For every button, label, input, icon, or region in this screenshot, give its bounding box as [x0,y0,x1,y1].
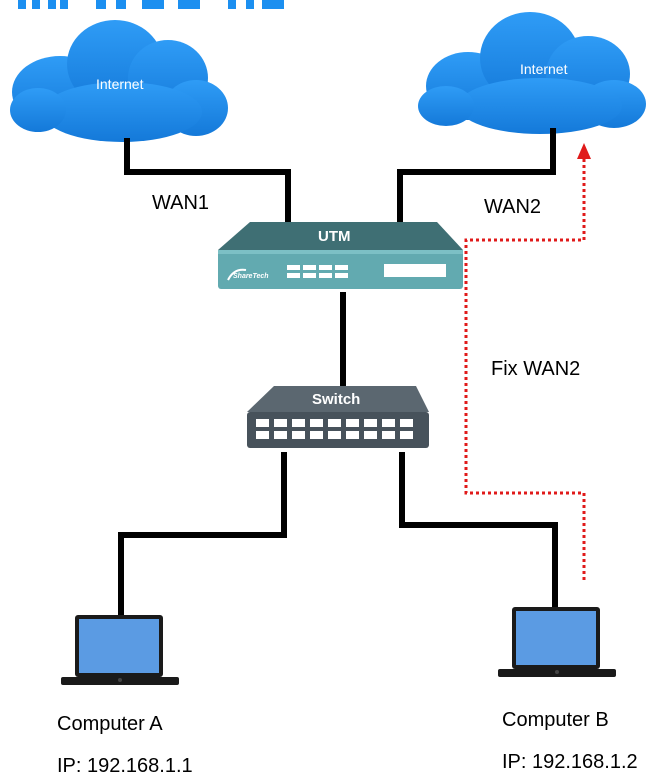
switch-label: Switch [312,391,361,408]
wan2-label: WAN2 [484,196,542,218]
cropped-top-decoration [18,0,284,9]
switch-computer-a-wire [118,452,287,615]
wan2-wire [397,128,556,223]
route-arrow-head [577,143,591,159]
network-wires [118,128,558,615]
internet-cloud-left [10,20,228,142]
switch-computer-b-wire [399,452,558,607]
computer-b-ip: IP: 192.168.1.2 [502,751,638,773]
internet-cloud-right [418,12,646,134]
brand-logo-text: ShareTech [233,273,269,280]
fix-wan2-route [464,158,586,580]
wan1-wire [124,138,291,223]
computer-a-name: Computer A [57,713,163,735]
computer-a-icon [61,615,179,685]
utm-label: UTM [318,228,351,245]
computer-b-icon [498,607,616,677]
left-cloud-label: Internet [96,76,144,92]
computer-a-ip: IP: 192.168.1.1 [57,755,193,777]
fix-wan2-label: Fix WAN2 [491,358,581,380]
computer-b-name: Computer B [502,709,609,731]
utm-device [218,222,463,289]
switch-device [247,386,429,448]
wan1-label: WAN1 [152,192,210,214]
right-cloud-label: Internet [520,61,568,77]
